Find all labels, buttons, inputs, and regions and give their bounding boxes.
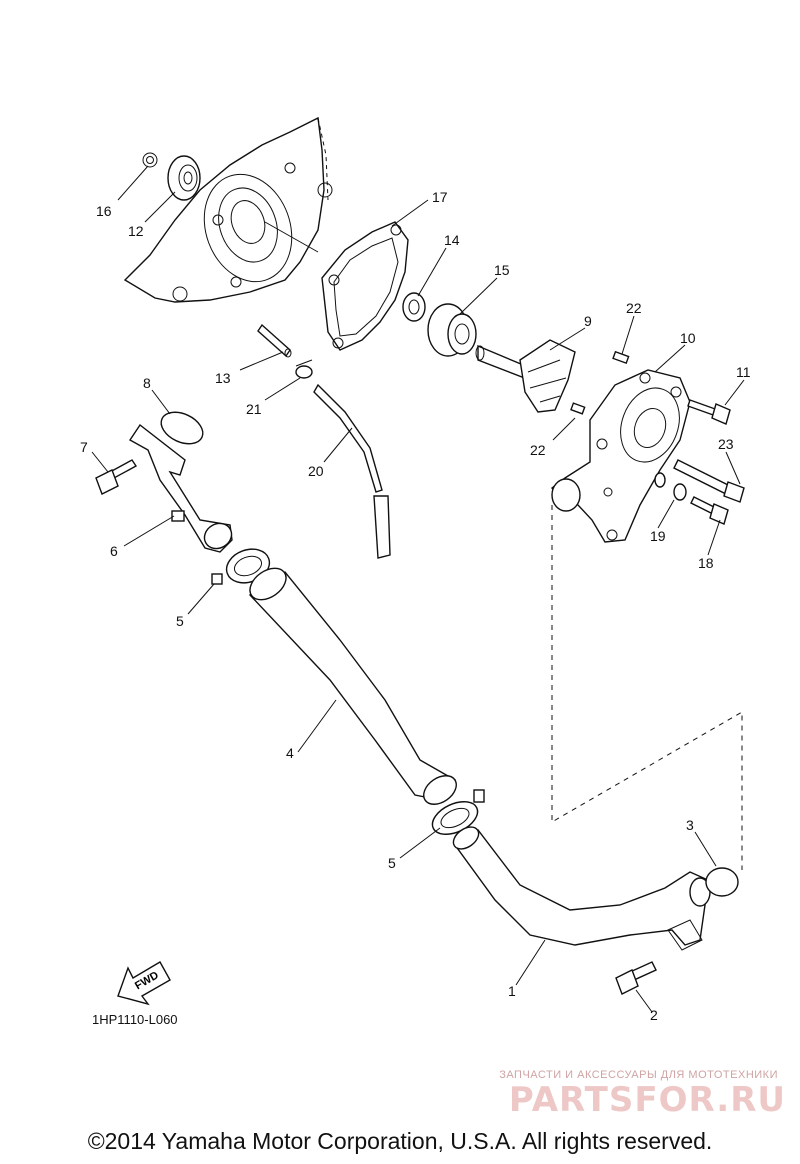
label-part-5-lower: 5 — [388, 855, 396, 871]
label-part-22-top: 22 — [626, 300, 642, 316]
part-12-bearing — [167, 155, 201, 201]
part-18-bolt — [690, 496, 729, 525]
part-6-pipe — [128, 423, 233, 553]
label-part-3: 3 — [686, 817, 694, 833]
part-8-o-ring — [160, 411, 204, 445]
part-labels: 16 12 17 14 15 9 22 10 11 22 23 19 18 13… — [80, 189, 751, 1023]
leader-lines — [91, 165, 745, 1013]
part-14-seal — [402, 292, 426, 322]
part-16-circlip — [142, 152, 158, 168]
label-part-15: 15 — [494, 262, 510, 278]
label-part-13: 13 — [215, 370, 231, 386]
diagram-reference-code: 1HP1110-L060 — [92, 1012, 178, 1027]
label-part-18: 18 — [698, 555, 714, 571]
label-part-6: 6 — [110, 543, 118, 559]
part-20-hose — [313, 383, 391, 559]
part-1-pipe — [452, 826, 711, 951]
fwd-arrow-icon: FWD — [117, 961, 171, 1006]
label-part-23: 23 — [718, 436, 734, 452]
part-2-bolt — [615, 961, 657, 995]
part-13-pipe — [257, 323, 292, 358]
label-part-16: 16 — [96, 203, 112, 219]
watermark-subtitle: ЗАПЧАСТИ И АКСЕССУАРЫ ДЛЯ МОТОТЕХНИКИ — [499, 1069, 778, 1081]
label-part-7: 7 — [80, 439, 88, 455]
crankcase-cover — [123, 116, 333, 303]
part-23-bolt — [673, 459, 745, 503]
label-part-19: 19 — [650, 528, 666, 544]
part-17-gasket — [321, 221, 409, 351]
part-21-clamp — [295, 359, 313, 379]
label-part-5-upper: 5 — [176, 613, 184, 629]
part-10-pump-housing — [551, 369, 691, 543]
label-part-14: 14 — [444, 232, 460, 248]
label-part-4: 4 — [286, 745, 294, 761]
label-part-17: 17 — [432, 189, 448, 205]
label-part-11: 11 — [736, 364, 751, 380]
part-7-bolt — [95, 459, 138, 495]
label-part-9: 9 — [584, 313, 592, 329]
part-15-mechanical-seal — [427, 303, 477, 357]
copyright-notice: ©2014 Yamaha Motor Corporation, U.S.A. A… — [87, 1128, 713, 1154]
part-5-clamp-lower — [431, 789, 485, 835]
part-22-dowel-pins — [570, 350, 630, 415]
label-part-21: 21 — [246, 401, 262, 417]
label-part-1: 1 — [508, 983, 516, 999]
label-part-2: 2 — [650, 1007, 658, 1023]
part-19-washer — [654, 472, 687, 501]
label-part-22-bottom: 22 — [530, 442, 546, 458]
watermark-brand-logo: PARTSFOR.RU — [508, 1080, 786, 1120]
label-part-12: 12 — [128, 223, 144, 239]
label-part-20: 20 — [308, 463, 324, 479]
part-4-hose — [248, 567, 457, 805]
part-3-o-ring — [705, 867, 739, 897]
part-11-bolt — [687, 399, 731, 425]
label-part-8: 8 — [143, 375, 151, 391]
label-part-10: 10 — [680, 330, 696, 346]
part-9-impeller — [475, 339, 576, 413]
